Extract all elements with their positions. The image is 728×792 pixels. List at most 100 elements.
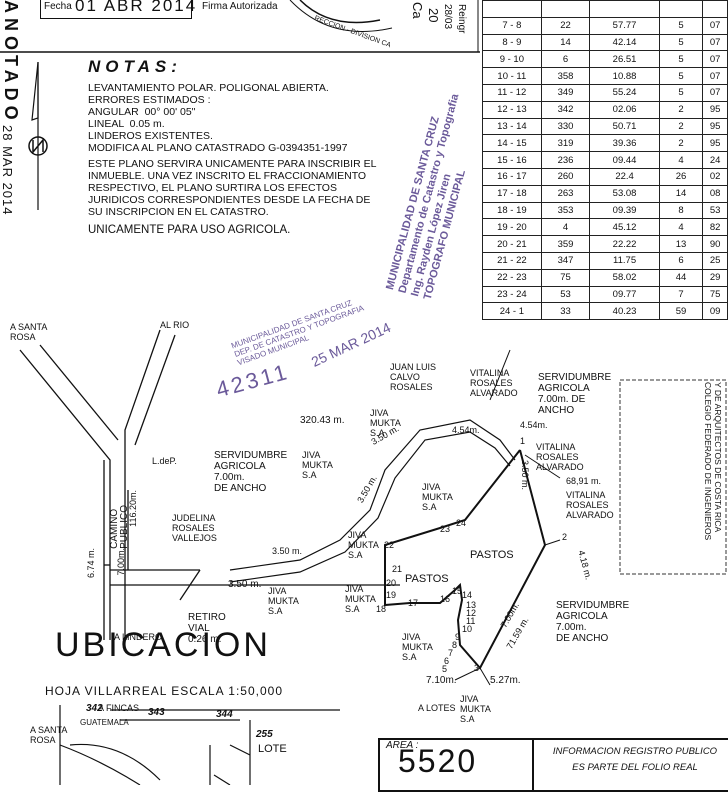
label-jiva-8: JIVA MUKTA S.A: [460, 694, 491, 724]
label-servidumbre-2: SERVIDUMBRE AGRICOLA 7.00m. DE ANCHO: [538, 372, 612, 416]
survey-table-cell: 20 - 21: [482, 235, 542, 253]
label-116m: 116.20m.: [128, 490, 138, 527]
label-jiva-3: JIVA MUKTA S.A: [422, 482, 453, 512]
survey-table-cell: 14: [540, 33, 591, 52]
fecha-date: 01 ABR 2014: [75, 0, 198, 15]
survey-table-cell: 22.4: [589, 167, 660, 186]
survey-table-cell: 07: [702, 83, 728, 102]
label-a-santa-rosa-2: A SANTA ROSA: [30, 725, 68, 745]
survey-table-cell: 08: [702, 184, 728, 203]
note-line: ANGULAR 00° 00' 05": [88, 106, 196, 118]
survey-table-cell: 22.22: [589, 235, 660, 253]
note-line: JURIDICOS CORRESPONDIENTES DESDE LA FECH…: [88, 194, 371, 206]
survey-table-cell: 22: [540, 16, 591, 35]
point-label: 6: [444, 656, 450, 666]
label-710m: 7.10m.: [426, 675, 457, 686]
point-label: 3: [474, 663, 480, 673]
label-ldep: L.deP.: [152, 456, 177, 466]
label-lote: LOTE: [258, 743, 287, 755]
survey-table-cell: 5: [658, 83, 704, 102]
survey-table-cell: 09: [702, 302, 728, 321]
label-a-santa-rosa: A SANTA ROSA: [10, 322, 48, 342]
survey-table-cell: 342: [540, 100, 591, 119]
label-350m-e: 3.50 m.: [520, 459, 531, 491]
note-line: UNICAMENTE PARA USO AGRICOLA.: [88, 224, 291, 236]
survey-table-cell: 33: [540, 302, 591, 321]
area-label: AREA :: [386, 740, 419, 751]
survey-table-cell: 12 - 13: [482, 100, 542, 119]
survey-table-cell: 82: [702, 218, 728, 237]
survey-table-cell: 13: [658, 235, 704, 253]
survey-table-cell: 57.77: [589, 16, 660, 35]
survey-table-cell: 4: [658, 218, 704, 237]
label-343: 343: [148, 707, 165, 718]
point-label: 15: [452, 586, 463, 596]
survey-table-cell: 95: [702, 134, 728, 153]
point-label: 8: [452, 640, 458, 650]
label-jiva-1: JIVA MUKTA S.A: [302, 450, 333, 480]
survey-table-cell: 2: [658, 100, 704, 119]
survey-table-cell: 17 - 18: [482, 184, 542, 203]
label-454m-a: 4.54m.: [520, 420, 548, 430]
survey-table-cell: 10 - 11: [482, 67, 542, 85]
survey-table-cell: 260: [540, 167, 591, 186]
survey-table-cell: 21 - 22: [482, 251, 542, 270]
survey-table-cell: 02.06: [589, 100, 660, 119]
survey-table-cell: 59: [658, 302, 704, 321]
survey-table-cell: 330: [540, 117, 591, 136]
note-line: SU INSCRIPCION EN EL CATASTRO.: [88, 206, 269, 218]
anotado-stamp-frame: [619, 379, 727, 575]
survey-table-cell: 26: [658, 167, 704, 186]
survey-table-cell: 5: [658, 33, 704, 52]
survey-table-cell: 22 - 23: [482, 268, 542, 287]
colegio-line-1: COLEGIO FEDERADO DE INGENIEROS: [703, 382, 713, 541]
registro-line-2: ES PARTE DEL FOLIO REAL: [572, 762, 698, 773]
label-guatemala: GUATEMALA: [80, 718, 129, 727]
label-vitalina-1: VITALINA ROSALES ALVARADO: [470, 368, 518, 398]
location-sketch: [19, 329, 400, 640]
label-32043m: 320.43 m.: [300, 415, 345, 426]
label-pastos-2: PASTOS: [405, 573, 449, 585]
survey-table-cell: 09.77: [589, 285, 660, 304]
survey-table-cell: 42.14: [589, 33, 660, 52]
boundary-lines: [454, 349, 561, 686]
point-label: 22: [384, 540, 395, 550]
point-label: 10: [462, 624, 473, 634]
point-label: 21: [392, 564, 403, 574]
survey-table-cell: 58.02: [589, 268, 660, 287]
label-servidumbre-1: SERVIDUMBRE AGRICOLA 7.00m. DE ANCHO: [214, 450, 288, 494]
point-label: 17: [408, 598, 419, 608]
survey-table-cell: 90: [702, 235, 728, 253]
survey-table-cell: 4: [658, 151, 704, 169]
note-line: INMUEBLE. UNA VEZ INSCRITO EL FRACCIONAM…: [88, 170, 367, 182]
survey-table-cell: 358: [540, 67, 591, 85]
survey-table-cell: 75: [702, 285, 728, 304]
label-jiva-6: JIVA MUKTA S.A: [268, 586, 299, 616]
survey-table-cell: 9 - 10: [482, 50, 542, 69]
survey-table-cell: 4: [540, 218, 591, 237]
survey-table-cell: 95: [702, 100, 728, 119]
survey-table-cell: 02: [702, 167, 728, 186]
label-servidumbre-3: SERVIDUMBRE AGRICOLA 7.00m. DE ANCHO: [556, 600, 630, 644]
label-a-fincas: A FINCAS: [98, 703, 140, 713]
note-line: LEVANTAMIENTO POLAR. POLIGONAL ABIERTA.: [88, 82, 329, 94]
point-label: 9: [455, 632, 461, 642]
note-line: MODIFICA AL PLANO CATASTRADO G-0394351-1…: [88, 142, 348, 154]
survey-table-cell: 16 - 17: [482, 167, 542, 186]
survey-table-cell: [540, 0, 591, 18]
survey-table-cell: 347: [540, 251, 591, 270]
servidumbre-corridor: [229, 419, 516, 583]
survey-table-cell: 29: [702, 268, 728, 287]
survey-table-cell: 55.24: [589, 83, 660, 102]
